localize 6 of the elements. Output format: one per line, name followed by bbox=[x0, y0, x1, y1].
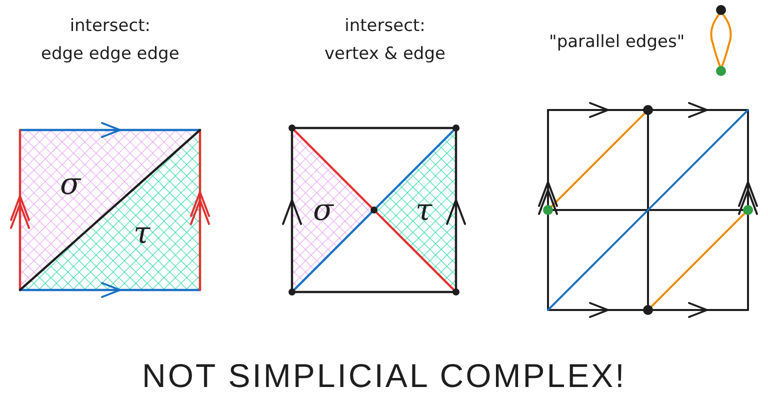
caption-text: NOT SIMPLICIAL COMPLEX! bbox=[142, 356, 626, 396]
figure-label: intersect: vertex & edge bbox=[324, 15, 446, 66]
figure-label: "parallel edges" bbox=[549, 31, 685, 54]
simplex-label: σ bbox=[60, 172, 80, 198]
figure-label: intersect: edge edge edge bbox=[41, 15, 180, 66]
simplex-label: σ bbox=[313, 198, 334, 224]
